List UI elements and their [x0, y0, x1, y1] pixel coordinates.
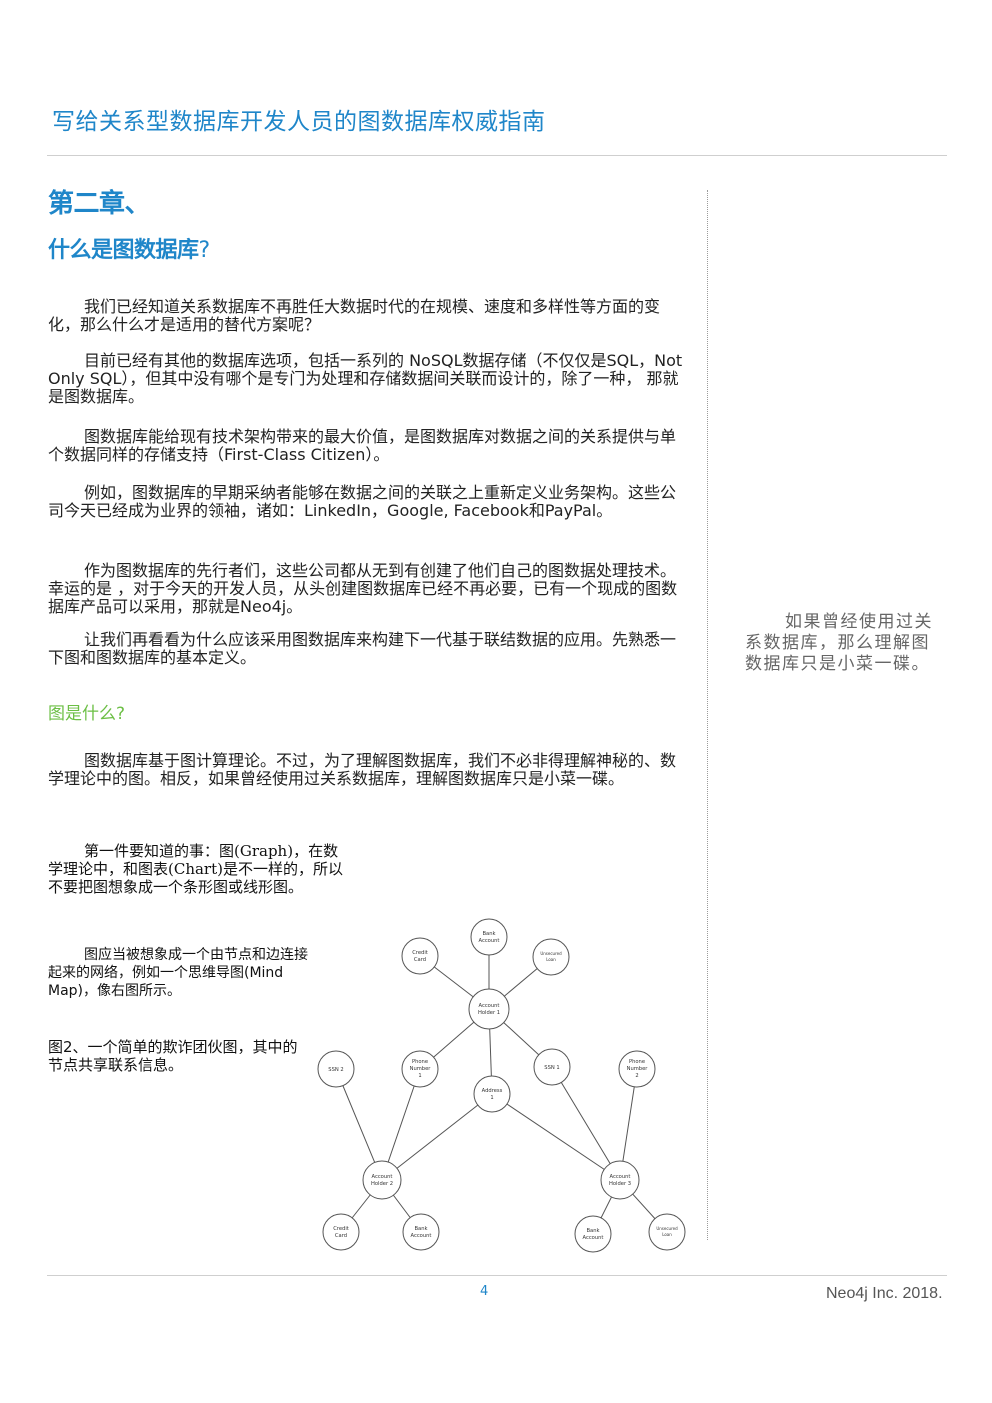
edge — [551, 1066, 621, 1181]
svg-text:Number: Number — [627, 1066, 649, 1072]
edge — [491, 1093, 621, 1181]
paragraph-1: 我们已经知道关系数据库不再胜任大数据时代的在规模、速度和多样性等方面的变化，那么… — [48, 297, 661, 334]
svg-text:Holder 2: Holder 2 — [371, 1181, 393, 1187]
svg-text:Holder 3: Holder 3 — [609, 1181, 631, 1187]
node-unsecured-loan-bottom: Unsecured Loan — [648, 1213, 686, 1251]
document-header-title: 写给关系型数据库开发人员的图数据库权威指南 — [52, 109, 546, 135]
paragraph-3: 图数据库能给现有技术架构带来的最大价值，是图数据库对数据之间的关系提供与单个数据… — [48, 427, 677, 464]
node-bank-account-mid: Bank Account — [402, 1213, 440, 1251]
svg-text:Phone: Phone — [412, 1059, 428, 1065]
svg-text:Number: Number — [410, 1066, 432, 1072]
svg-text:Card: Card — [414, 957, 426, 963]
svg-text:1: 1 — [418, 1073, 421, 1079]
footer-brand: Neo4j Inc. 2018. — [826, 1285, 943, 1302]
node-unsecured-loan-top: Unsecured Loan — [532, 938, 570, 976]
node-bank-account-right: Bank Account — [574, 1215, 612, 1253]
svg-text:Address: Address — [482, 1088, 503, 1094]
node-ssn-2: SSN 2 — [317, 1050, 355, 1088]
svg-text:Credit: Credit — [333, 1226, 349, 1232]
svg-text:2: 2 — [635, 1073, 638, 1079]
footer-divider — [47, 1275, 947, 1276]
edge — [381, 1093, 493, 1181]
paragraph-5: 作为图数据库的先行者们，这些公司都从无到有创建了他们自己的图数据处理技术。幸运的… — [48, 561, 678, 616]
svg-text:Bank: Bank — [586, 1228, 599, 1234]
section2-paragraph-2: 第一件要知道的事：图(Graph)，在数学理论中，和图表(Chart)是不一样的… — [48, 842, 343, 896]
svg-text:Account: Account — [583, 1235, 604, 1241]
svg-text:Account: Account — [479, 1003, 500, 1009]
node-account-holder-3: Account Holder 3 — [600, 1160, 640, 1200]
svg-text:Account: Account — [411, 1233, 432, 1239]
node-account-holder-1: Account Holder 1 — [468, 988, 510, 1030]
svg-text:Loan: Loan — [546, 957, 556, 962]
node-account-holder-2: Account Holder 2 — [362, 1160, 402, 1200]
section-heading-what-is-graph: 图是什么? — [48, 704, 126, 724]
svg-text:Unsecured: Unsecured — [656, 1226, 678, 1231]
svg-text:SSN 1: SSN 1 — [544, 1065, 559, 1071]
page-number: 4 — [480, 1284, 489, 1299]
node-phone-number-2: Phone Number 2 — [618, 1050, 656, 1088]
figure-caption: 图2、一个简单的欺诈团伙图，其中的节点共享联系信息。 — [48, 1038, 298, 1074]
fraud-ring-graph-diagram: Bank Account Credit Card Unsecured Loan … — [317, 918, 686, 1253]
section2-paragraph-3: 图应当被想象成一个由节点和边连接起来的网络，例如一个思维导图(Mind Map)… — [48, 947, 308, 999]
node-ssn-1: SSN 1 — [533, 1048, 571, 1086]
header-divider — [47, 155, 947, 156]
svg-text:SSN 2: SSN 2 — [328, 1067, 343, 1073]
svg-text:Holder 1: Holder 1 — [478, 1010, 500, 1016]
svg-text:Bank: Bank — [482, 931, 495, 937]
node-credit-card-bottom: Credit Card — [322, 1213, 360, 1251]
edge — [335, 1068, 383, 1181]
paragraph-6: 让我们再看看为什么应该采用图数据库来构建下一代基于联结数据的应用。先熟悉一下图和… — [48, 630, 677, 667]
svg-text:Account: Account — [372, 1174, 393, 1180]
svg-text:Credit: Credit — [412, 950, 428, 956]
svg-text:1: 1 — [490, 1095, 493, 1101]
svg-text:Bank: Bank — [414, 1226, 427, 1232]
node-credit-card-top: Credit Card — [401, 937, 439, 975]
svg-text:Account: Account — [610, 1174, 631, 1180]
chapter-title-mark: ? — [198, 238, 211, 263]
column-divider — [707, 190, 708, 1240]
node-address-1: Address 1 — [473, 1075, 511, 1113]
pull-quote: 如果曾经使用过关系数据库，那么理解图数据库只是小菜一碟。 — [745, 612, 933, 674]
svg-text:Phone: Phone — [629, 1059, 645, 1065]
svg-text:Loan: Loan — [662, 1232, 672, 1237]
paragraph-2: 目前已经有其他的数据库选项，包括一系列的 NoSQL数据存储（不仅仅是SQL，N… — [48, 351, 683, 406]
node-bank-account-top: Bank Account — [470, 918, 508, 956]
section2-paragraph-1: 图数据库基于图计算理论。不过，为了理解图数据库，我们不必非得理解神秘的、数学理论… — [48, 751, 677, 788]
paragraph-4: 例如，图数据库的早期采纳者能够在数据之间的关联之上重新定义业务架构。这些公司今天… — [48, 483, 677, 520]
svg-text:Account: Account — [479, 938, 500, 944]
chapter-title-text: 什么是图数据库 — [48, 238, 199, 263]
node-phone-number-1: Phone Number 1 — [401, 1050, 439, 1088]
chapter-title: 什么是图数据库? — [48, 232, 210, 264]
chapter-number: 第二章、 — [48, 189, 151, 219]
edge — [381, 1068, 421, 1181]
svg-text:Card: Card — [335, 1233, 347, 1239]
svg-text:Unsecured: Unsecured — [540, 951, 562, 956]
